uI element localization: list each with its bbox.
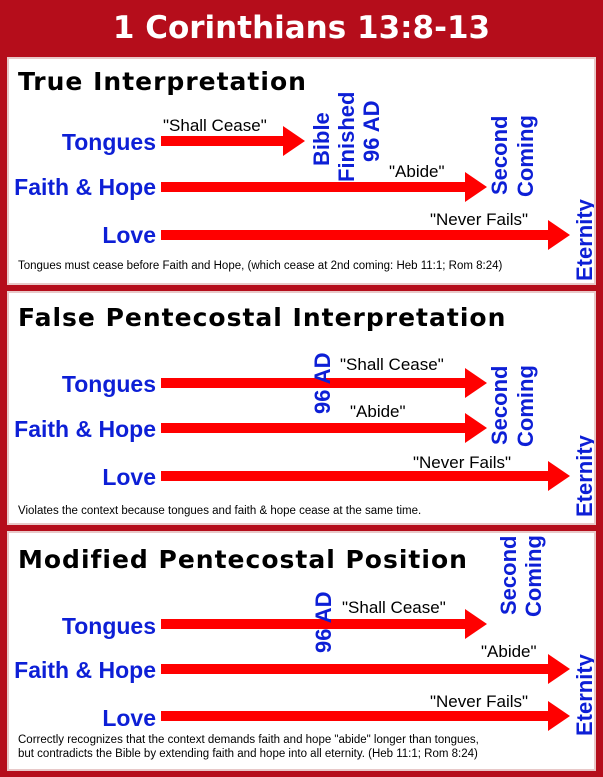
quote-never-fails: "Never Fails": [430, 210, 528, 229]
row-label-tongues: Tongues: [62, 129, 156, 155]
diagram-modified-pentecostal: Modified Pentecostal Position Tongues "S…: [14, 535, 594, 760]
panel-note-line-1: Correctly recognizes that the context de…: [18, 734, 479, 746]
quote-abide: "Abide": [389, 162, 445, 181]
marker-finished: Finished: [334, 92, 359, 182]
arrow-love: [161, 220, 570, 250]
panel-note: Violates the context because tongues and…: [18, 505, 421, 517]
quote-shall-cease: "Shall Cease": [342, 598, 446, 617]
marker-bible: Bible: [309, 112, 334, 166]
panel-true-interpretation: True Interpretation Tongues "Shall Cease…: [7, 57, 596, 285]
marker-96-ad: 96 AD: [359, 100, 384, 162]
arrow-faith-hope: [161, 654, 570, 684]
quote-abide: "Abide": [481, 642, 537, 661]
page-title: 1 Corinthians 13:8-13: [112, 10, 491, 46]
marker-coming: Coming: [521, 535, 546, 617]
row-label-faith-hope: Faith & Hope: [14, 657, 156, 683]
marker-eternity: Eternity: [572, 653, 594, 736]
panel-heading: True Interpretation: [18, 67, 307, 96]
panel-modified-pentecostal: Modified Pentecostal Position Tongues "S…: [7, 531, 596, 771]
arrow-faith-hope: [161, 413, 487, 443]
diagram-true-interpretation: True Interpretation Tongues "Shall Cease…: [14, 67, 594, 281]
diagram-false-pentecostal: False Pentecostal Interpretation Tongues…: [14, 303, 594, 517]
arrow-love: [161, 461, 570, 491]
marker-eternity: Eternity: [572, 198, 594, 281]
row-label-faith-hope: Faith & Hope: [14, 416, 156, 442]
quote-never-fails: "Never Fails": [430, 692, 528, 711]
row-label-love: Love: [102, 464, 156, 490]
arrow-tongues: [161, 126, 305, 156]
arrow-faith-hope: [161, 172, 487, 202]
quote-shall-cease: "Shall Cease": [340, 355, 444, 374]
arrow-tongues: [161, 609, 487, 639]
marker-second: Second: [487, 116, 512, 195]
panel-note: Tongues must cease before Faith and Hope…: [18, 260, 503, 272]
marker-coming: Coming: [513, 365, 538, 447]
row-label-faith-hope: Faith & Hope: [14, 174, 156, 200]
marker-coming: Coming: [513, 115, 538, 197]
row-label-love: Love: [102, 222, 156, 248]
panel-false-pentecostal: False Pentecostal Interpretation Tongues…: [7, 291, 596, 525]
row-label-tongues: Tongues: [62, 371, 156, 397]
panel-heading: False Pentecostal Interpretation: [18, 303, 506, 332]
marker-96-ad: 96 AD: [310, 352, 335, 414]
marker-96-ad: 96 AD: [311, 591, 336, 653]
row-label-love: Love: [102, 705, 156, 731]
arrow-tongues: [161, 368, 487, 398]
quote-never-fails: "Never Fails": [413, 453, 511, 472]
row-label-tongues: Tongues: [62, 613, 156, 639]
arrow-love: [161, 701, 570, 731]
panel-note-line-2: but contradicts the Bible by extending f…: [18, 748, 478, 760]
marker-second: Second: [487, 366, 512, 445]
panel-heading: Modified Pentecostal Position: [18, 545, 468, 574]
marker-eternity: Eternity: [572, 434, 594, 517]
marker-second: Second: [496, 536, 521, 615]
quote-shall-cease: "Shall Cease": [163, 116, 267, 135]
quote-abide: "Abide": [350, 402, 406, 421]
